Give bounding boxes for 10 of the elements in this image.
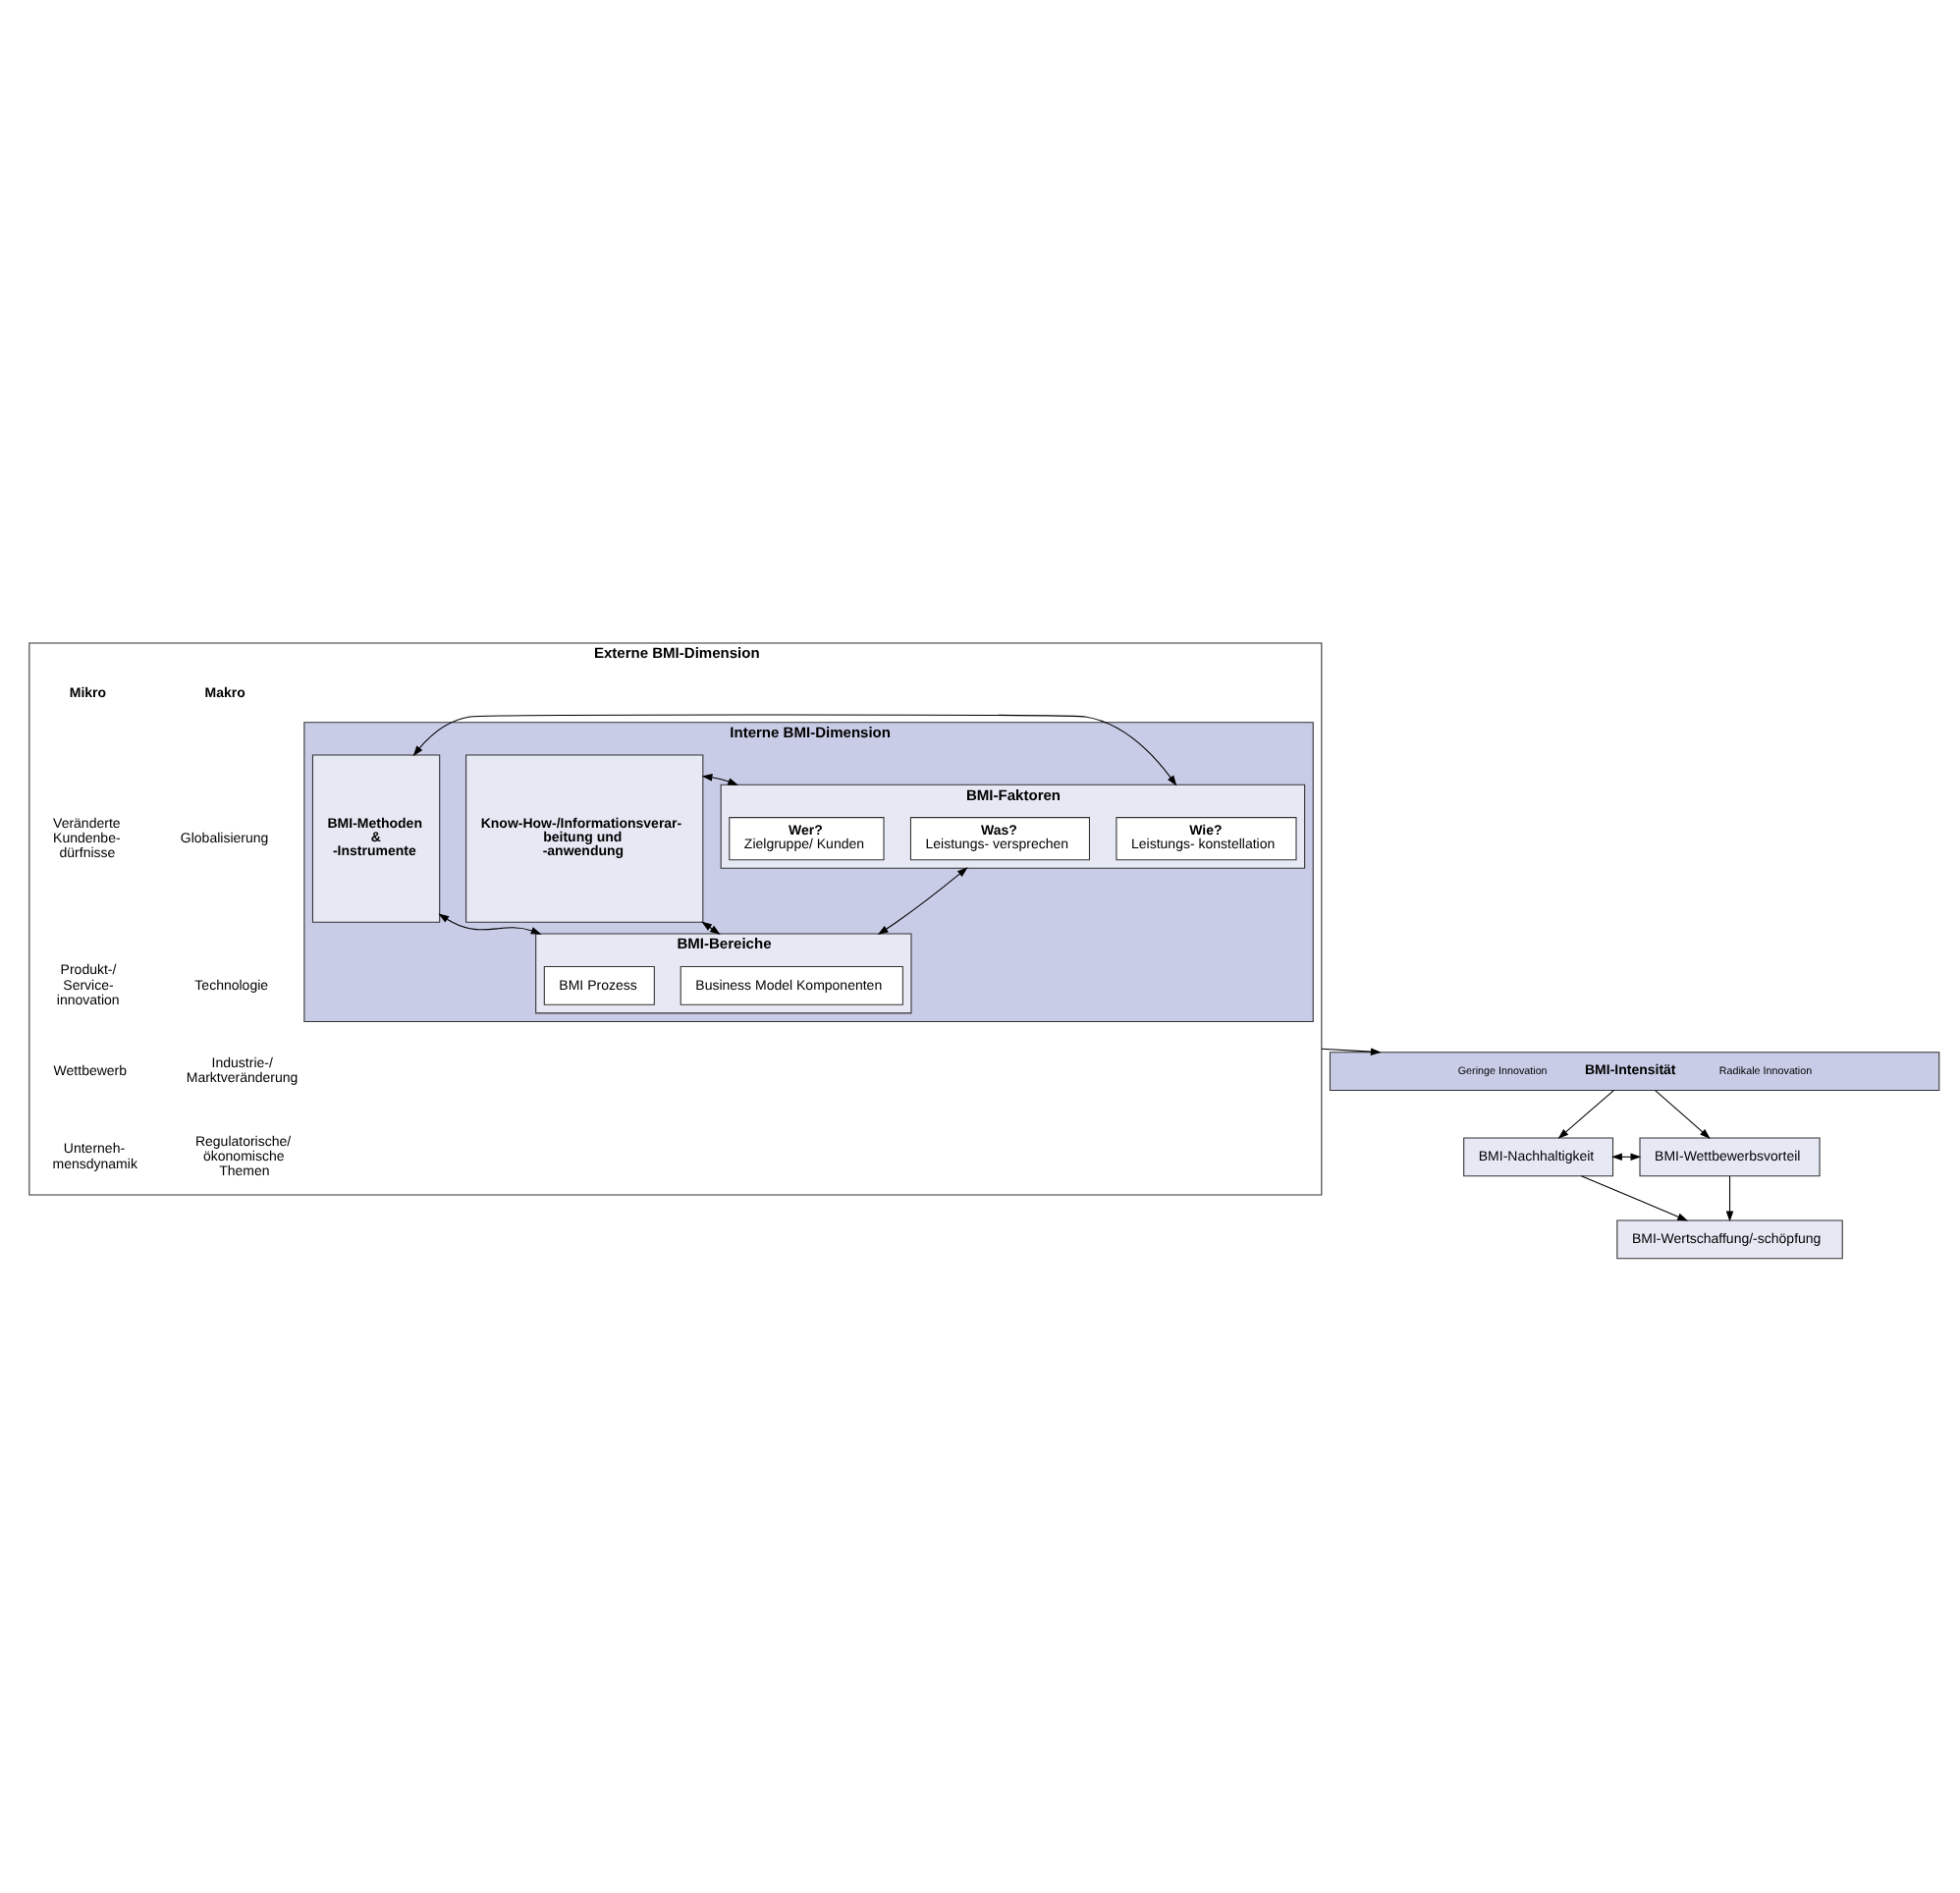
arrow [1557, 1090, 1614, 1139]
arrow [1655, 1090, 1711, 1139]
arrow [1725, 1175, 1734, 1222]
arrow [438, 913, 542, 935]
arrow [877, 867, 968, 935]
arrow [1321, 1048, 1382, 1055]
arrow [412, 714, 1177, 786]
arrow [701, 774, 739, 785]
arrow [1580, 1175, 1689, 1221]
arrow [701, 921, 721, 935]
